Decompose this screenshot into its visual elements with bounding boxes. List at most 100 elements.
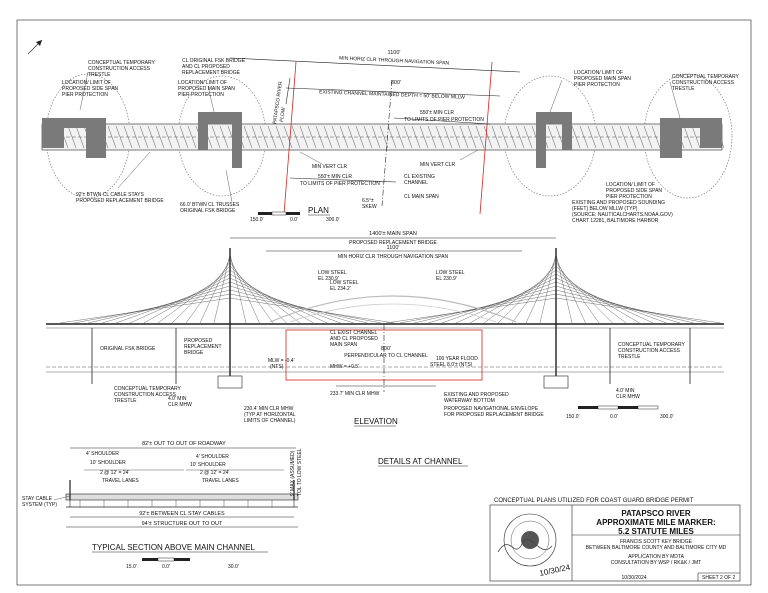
truss-member <box>603 125 613 149</box>
stay-cable <box>229 297 395 324</box>
truss-member <box>395 125 405 149</box>
stay-cable <box>555 297 721 324</box>
truss-member <box>587 125 597 149</box>
plan-skew-l2: SKEW <box>362 204 377 210</box>
elev-proposed: PROPOSED REPLACEMENT BRIDGE <box>349 240 437 246</box>
svg-text:TRAVEL LANES: TRAVEL LANES <box>202 478 239 484</box>
section-lanes-right-l1: 2 @ 12' = 24' <box>200 470 229 476</box>
svg-text:EL 230.9': EL 230.9' <box>436 276 457 282</box>
plan-sidespan-right-l1: LOCATION/ LIMIT OF <box>606 182 655 188</box>
plan-cl-original-l3: REPLACEMENT BRIDGE <box>182 70 241 76</box>
truss-member <box>259 125 269 149</box>
svg-text:STAY CABLE: STAY CABLE <box>22 496 53 502</box>
svg-text:LIMITS OF CHANNEL): LIMITS OF CHANNEL) <box>244 418 296 424</box>
elevation-scale-bar: 150.0' 0.0' 300.0' <box>566 405 674 420</box>
section-out-to-out: 82'± OUT TO OUT OF ROADWAY <box>142 441 226 447</box>
svg-text:PROPOSED SIDE SPAN: PROPOSED SIDE SPAN <box>606 188 662 194</box>
svg-text:CL ORIGINAL FSK BRIDGE: CL ORIGINAL FSK BRIDGE <box>182 58 246 64</box>
section-title: TYPICAL SECTION ABOVE MAIN CHANNEL <box>92 543 255 552</box>
truss-member <box>571 125 581 149</box>
truss-member <box>451 125 461 149</box>
elev-waterway-l1: EXISTING AND PROPOSED <box>444 392 509 398</box>
plan-trusses-l1: 66.0' BTWN CL TRUSSES <box>180 202 240 208</box>
truss-member <box>579 125 589 149</box>
plan-scale-b: 0.0' <box>290 217 298 223</box>
plan-sidespan-left-l1: LOCATION/ LIMIT OF <box>62 80 111 86</box>
plan-mainspan-right-l2: PROPOSED MAIN SPAN <box>574 76 631 82</box>
tb-between: BETWEEN BALTIMORE COUNTY AND BALTIMORE C… <box>586 545 727 551</box>
elev-dim-230-l1: 230.4' MIN CLR MHW <box>244 406 294 412</box>
svg-text:92'± BTWN CL CABLE STAYS: 92'± BTWN CL CABLE STAYS <box>76 192 144 198</box>
stay-cable <box>229 293 382 324</box>
truss-member <box>179 125 189 149</box>
svg-text:2 @ 12' = 24': 2 @ 12' = 24' <box>100 470 129 476</box>
elev-clr-left-l1: 4.0' MIN <box>168 396 187 402</box>
plan-cable-stays-l2: PROPOSED REPLACEMENT BRIDGE <box>76 198 164 204</box>
plan-trestle-left-l1: CONCEPTUAL TEMPORARY <box>88 60 156 66</box>
plan-existing-channel: EXISTING CHANNEL MAINTAINED DEPTH = 50' … <box>319 89 465 100</box>
svg-text:66.0' BTWN CL TRUSSES: 66.0' BTWN CL TRUSSES <box>180 202 240 208</box>
truss-member <box>75 125 85 149</box>
north-arrow-icon <box>27 39 43 55</box>
svg-text:PROPOSED NAVIGATIONAL ENVELOPE: PROPOSED NAVIGATIONAL ENVELOPE <box>444 406 539 412</box>
truss-member <box>123 125 133 149</box>
section-stay-cable-l2: SYSTEM (TYP) <box>22 502 57 508</box>
svg-text:4.0' MIN: 4.0' MIN <box>168 396 187 402</box>
truss-member <box>427 125 437 149</box>
truss-member <box>355 125 365 149</box>
svg-text:EL 230.9': EL 230.9' <box>318 276 339 282</box>
section-scale-bar: 15.0' 0.0' 30.0' <box>126 557 239 570</box>
truss-member <box>187 125 197 149</box>
elev-cl-exist-l3: MAIN SPAN <box>330 342 358 348</box>
truss-member <box>211 125 221 149</box>
svg-text:CL EXIST CHANNEL: CL EXIST CHANNEL <box>330 330 377 336</box>
elev-clr-right-l1: 4.0' MIN <box>616 388 635 394</box>
truss-member <box>651 125 661 149</box>
truss-member <box>307 125 317 149</box>
truss-member <box>147 125 157 149</box>
truss-member <box>627 125 637 149</box>
stay-cable <box>59 297 231 324</box>
elev-mlw-l2: (NTS) <box>270 364 284 370</box>
stay-cable <box>539 253 557 324</box>
truss-member <box>691 125 701 149</box>
elev-proposed-repl-l2: REPLACEMENT <box>184 344 222 350</box>
section-between-cl: 92'± BETWEEN CL STAY CABLES <box>139 511 225 517</box>
plan-dim-1100: 1100' <box>388 50 401 56</box>
svg-text:PIER PROTECTION: PIER PROTECTION <box>606 194 652 200</box>
stay-cable <box>229 285 355 324</box>
svg-text:REPLACEMENT BRIDGE: REPLACEMENT BRIDGE <box>182 70 241 76</box>
svg-text:CLR MHW: CLR MHW <box>616 394 640 400</box>
tb-sheet: SHEET 2 OF 2 <box>702 575 735 581</box>
truss-member <box>419 125 429 149</box>
svg-text:LOW STEEL: LOW STEEL <box>318 270 347 276</box>
plan-mainspan-left-l1: LOCATION/ LIMIT OF <box>178 80 227 86</box>
svg-text:CHANNEL: CHANNEL <box>404 180 428 186</box>
stay-cable <box>555 285 681 324</box>
truss-member <box>315 125 325 149</box>
elev-perpendicular: PERPENDICULAR TO CL CHANNEL <box>344 353 428 359</box>
svg-text:TRAVEL LANES: TRAVEL LANES <box>102 478 139 484</box>
plan-soundings-l1: EXISTING AND PROPOSED SOUNDING <box>572 200 665 206</box>
truss-member <box>683 125 693 149</box>
truss-member <box>371 125 381 149</box>
stay-cable <box>427 285 557 324</box>
signature-date: 10/30/24 <box>539 563 572 578</box>
truss-member <box>523 125 533 149</box>
section-scale-a: 15.0' <box>126 564 137 570</box>
plan-river-name: PATAPSCO RIVER <box>272 81 284 125</box>
elev-trestle-right-l3: TRESTLE <box>618 354 641 360</box>
sheet-border <box>16 19 752 586</box>
svg-text:AND CL PROPOSED: AND CL PROPOSED <box>182 64 230 70</box>
svg-text:TRESTLE: TRESTLE <box>672 86 695 92</box>
stay-cable <box>229 289 368 324</box>
elev-low-steel-right-l1: LOW STEEL <box>436 270 465 276</box>
truss-member <box>163 125 173 149</box>
plan-title: PLAN <box>308 206 329 215</box>
elev-min-horiz: MIN HORIZ CLR THROUGH NAVIGATION SPAN <box>338 254 449 260</box>
plan-soundings-l3: (SOURCE: NAUTICALCHARTS.NOAA.GOV) <box>572 212 673 218</box>
plan-soundings-l2: (FEET) BELOW MLLW (TYP) <box>572 206 638 212</box>
truss-member <box>299 125 309 149</box>
plan-cl-main: CL MAIN SPAN <box>404 194 439 200</box>
plan-sidespan-right-l3: PIER PROTECTION <box>606 194 652 200</box>
